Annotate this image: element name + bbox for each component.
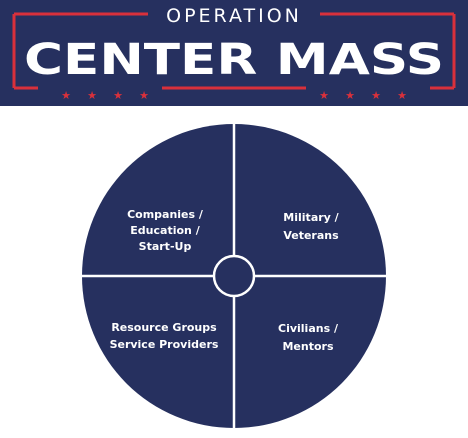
crosshair-icon: [212, 254, 256, 298]
quadrant-label: Civilians /: [278, 322, 339, 335]
quadrant-bottom-left: Resource Groups Service Providers: [110, 321, 219, 351]
banner-stars-right: ★ ★ ★ ★: [319, 89, 407, 102]
banner: OPERATION CENTER MASS ★ ★ ★ ★ ★ ★ ★ ★: [0, 0, 468, 106]
star-icon: ★: [319, 89, 329, 102]
quadrant-label: Service Providers: [110, 338, 219, 351]
quadrant-diagram: Companies / Education / Start-Up Militar…: [0, 106, 468, 438]
quadrant-label: Start-Up: [139, 240, 192, 253]
quadrant-label: Mentors: [282, 340, 333, 353]
banner-subtitle: OPERATION: [166, 5, 302, 27]
quadrant-circle-graphic: Companies / Education / Start-Up Militar…: [82, 124, 386, 428]
quadrant-bottom-right: Civilians / Mentors: [278, 322, 339, 353]
quadrant-label: Military /: [283, 211, 339, 224]
quadrant-label: Education /: [130, 224, 200, 237]
star-icon: ★: [61, 89, 71, 102]
star-icon: ★: [87, 89, 97, 102]
quadrant-label: Veterans: [283, 229, 339, 242]
banner-graphic: OPERATION CENTER MASS ★ ★ ★ ★ ★ ★ ★ ★: [12, 5, 456, 102]
banner-frame: [12, 12, 456, 90]
banner-title: CENTER MASS: [24, 35, 444, 85]
star-icon: ★: [371, 89, 381, 102]
star-icon: ★: [139, 89, 149, 102]
quadrant-label: Companies /: [127, 208, 204, 221]
quadrant-top-right: Military / Veterans: [283, 211, 339, 242]
star-icon: ★: [397, 89, 407, 102]
banner-stars-left: ★ ★ ★ ★: [61, 89, 149, 102]
star-icon: ★: [345, 89, 355, 102]
quadrant-top-left: Companies / Education / Start-Up: [127, 208, 204, 253]
quadrant-label: Resource Groups: [111, 321, 217, 334]
star-icon: ★: [113, 89, 123, 102]
